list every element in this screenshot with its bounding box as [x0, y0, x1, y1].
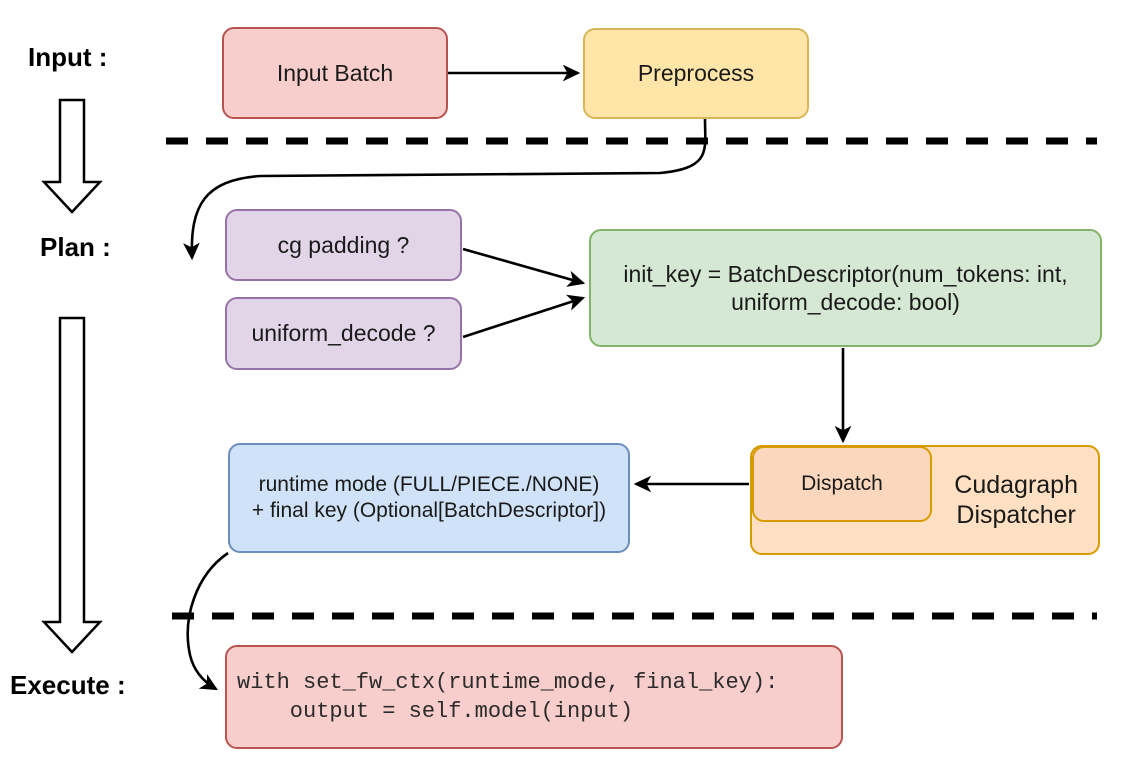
- node-preprocess[interactable]: Preprocess: [583, 28, 809, 119]
- node-cudagraph-dispatcher-label: Cudagraph Dispatcher: [954, 470, 1078, 530]
- node-runtime-mode[interactable]: runtime mode (FULL/PIECE./NONE) + final …: [228, 443, 630, 553]
- node-init-key-label: init_key = BatchDescriptor(num_tokens: i…: [623, 260, 1068, 315]
- arrow-runtime-mode-to-execute-code: [186, 551, 229, 691]
- node-runtime-mode-label: runtime mode (FULL/PIECE./NONE) + final …: [251, 473, 607, 522]
- block-arrow-plan-to-execute: [41, 316, 103, 654]
- node-dispatch[interactable]: Dispatch: [752, 446, 932, 522]
- arrow-cg-padding-to-init-key: [462, 247, 586, 287]
- node-init-key[interactable]: init_key = BatchDescriptor(num_tokens: i…: [589, 229, 1102, 347]
- stage-label-execute: Execute :: [10, 670, 126, 700]
- node-uniform-decode-label: uniform_decode ?: [251, 320, 436, 347]
- node-execute-code[interactable]: with set_fw_ctx(runtime_mode, final_key)…: [225, 645, 843, 749]
- node-input-batch[interactable]: Input Batch: [222, 27, 448, 119]
- stage-label-input: Input :: [28, 42, 108, 72]
- node-dispatch-label: Dispatch: [801, 472, 883, 496]
- stage-label-plan: Plan :: [40, 232, 111, 262]
- node-execute-code-label: with set_fw_ctx(runtime_mode, final_key)…: [237, 669, 779, 724]
- node-uniform-decode[interactable]: uniform_decode ?: [225, 297, 462, 370]
- arrow-uniform-decode-to-init-key: [462, 294, 586, 339]
- node-cg-padding[interactable]: cg padding ?: [225, 209, 462, 281]
- node-cg-padding-label: cg padding ?: [277, 231, 410, 258]
- node-input-batch-label: Input Batch: [276, 59, 394, 86]
- block-arrow-input-to-plan: [41, 98, 103, 214]
- node-preprocess-label: Preprocess: [637, 60, 755, 87]
